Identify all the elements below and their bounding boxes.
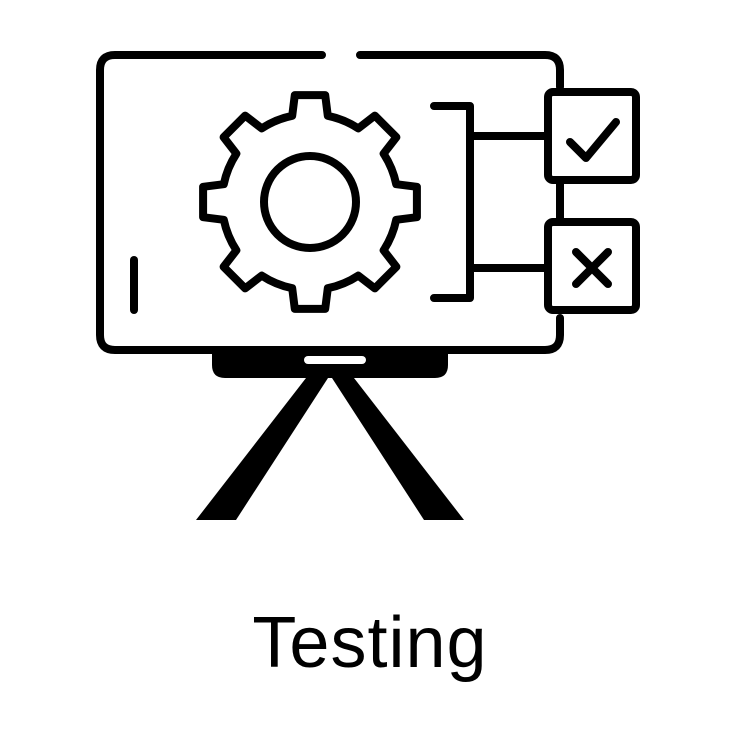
bracket-connector <box>430 102 552 302</box>
gear-icon <box>199 91 421 313</box>
check-icon <box>544 88 640 184</box>
cross-icon <box>544 218 640 314</box>
board-frame <box>96 51 564 354</box>
caption-label: Testing <box>252 603 488 683</box>
stand <box>196 350 464 520</box>
